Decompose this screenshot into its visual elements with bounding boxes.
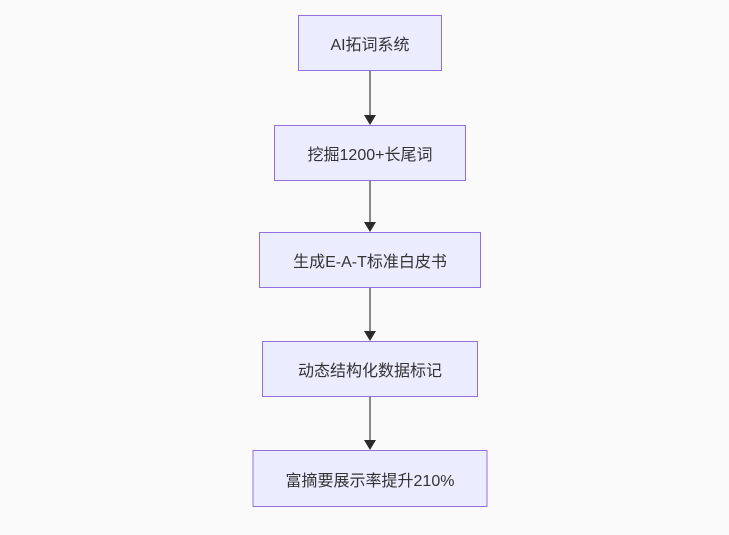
edge-line (369, 71, 371, 123)
flowchart-node: 挖掘1200+长尾词 (274, 125, 466, 181)
flowchart-edge (363, 181, 377, 232)
flowchart-edge (363, 288, 377, 341)
arrowhead-down-icon (364, 115, 376, 125)
arrowhead-down-icon (364, 331, 376, 341)
flowchart-node: 生成E-A-T标准白皮书 (259, 232, 481, 288)
flowchart-node-label: 生成E-A-T标准白皮书 (293, 254, 447, 271)
flowchart-edge (363, 71, 377, 125)
edge-line (369, 397, 371, 448)
edge-line (369, 181, 371, 230)
flowchart-node: 富摘要展示率提升210% (252, 450, 488, 507)
flowchart-node-label: 动态结构化数据标记 (297, 363, 442, 380)
edge-line (369, 288, 371, 339)
arrowhead-down-icon (364, 222, 376, 232)
flowchart-node: AI拓词系统 (298, 15, 442, 71)
flowchart-node-label: AI拓词系统 (330, 37, 410, 54)
flowchart-node: 动态结构化数据标记 (262, 341, 478, 397)
arrowhead-down-icon (364, 440, 376, 450)
flowchart-node-label: 挖掘1200+长尾词 (307, 147, 433, 164)
flowchart-edge (363, 397, 377, 450)
flowchart-node-label: 富摘要展示率提升210% (285, 472, 455, 490)
